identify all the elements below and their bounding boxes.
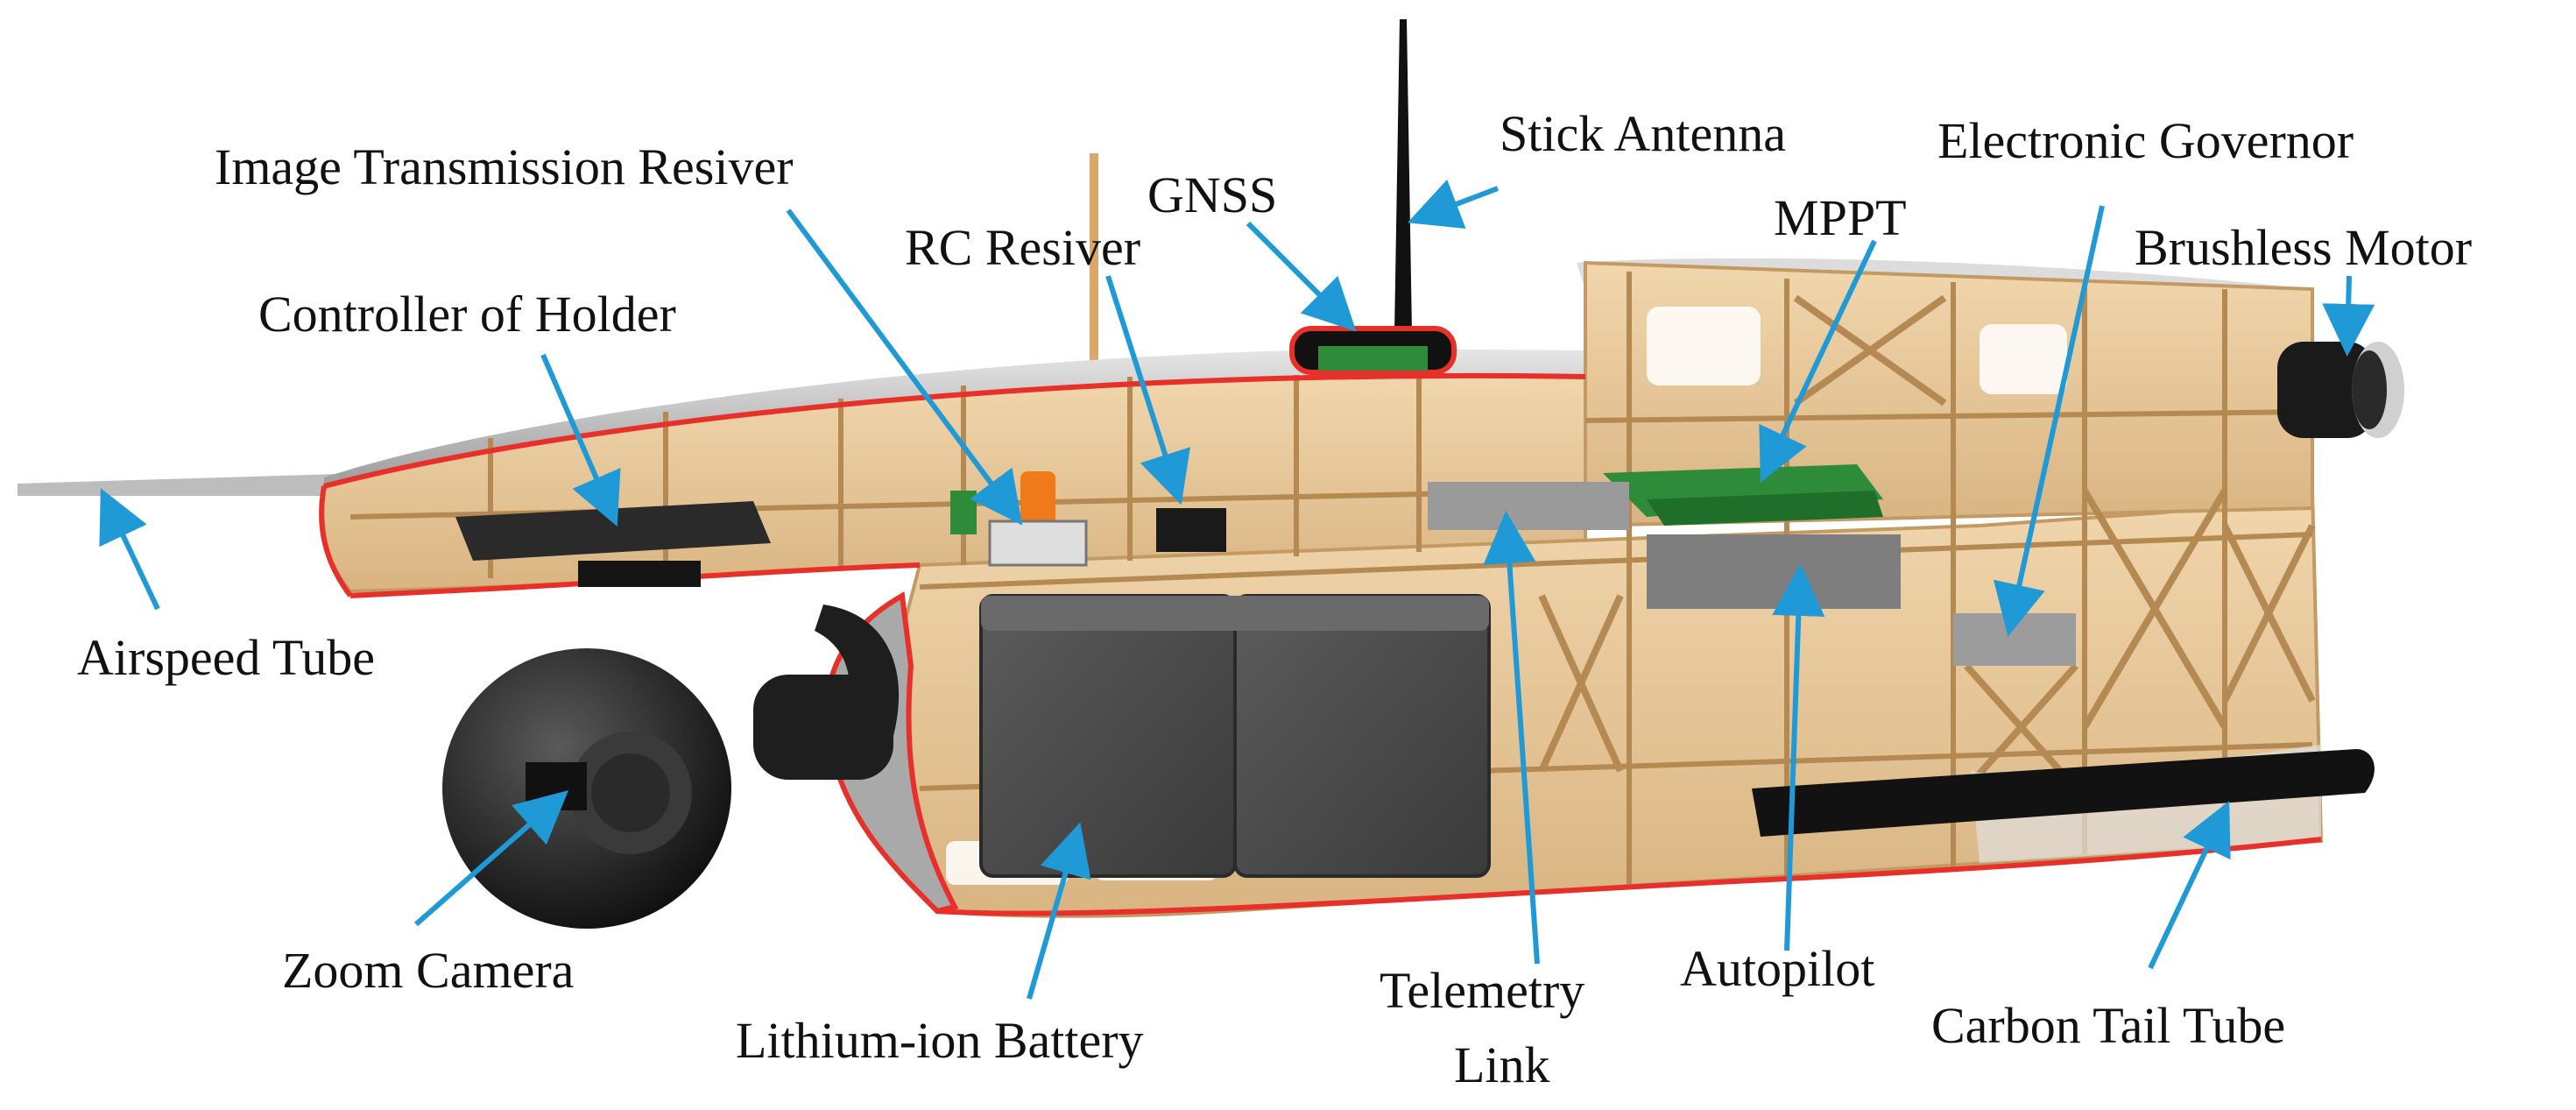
- label-autopilot: Autopilot: [1680, 940, 1874, 997]
- label-airspeed-tube: Airspeed Tube: [77, 629, 375, 686]
- arrow-airspeed-tube: [99, 488, 160, 611]
- label-rc-resiver: RC Resiver: [905, 219, 1140, 276]
- carbon-tail-tube-part: [1752, 749, 2375, 837]
- label-telemetry: Telemetry: [1380, 962, 1584, 1019]
- label-gnss: GNSS: [1147, 166, 1277, 223]
- gnss-part: [1289, 326, 1457, 375]
- arrow-electronic-governor: [1993, 205, 2105, 637]
- arrow-brushless-motor: [2322, 275, 2375, 357]
- arrow-gnss: [1246, 221, 1357, 332]
- arrow-zoom-camera: [414, 790, 569, 927]
- zoom-camera-part: [442, 604, 900, 929]
- label-zoom-camera: Zoom Camera: [282, 942, 574, 999]
- rc-antenna-mast: [1090, 153, 1098, 372]
- arrow-image-transmission: [786, 209, 1023, 526]
- image-transmission-resiver-part: [950, 471, 1088, 567]
- lithium-ion-battery-part: [979, 594, 1491, 878]
- label-stick-antenna: Stick Antenna: [1500, 105, 1786, 162]
- arrow-stick-antenna: [1407, 179, 1500, 229]
- mppt-part: [1603, 464, 1883, 526]
- arrow-telemetry-link: [1483, 511, 1540, 965]
- arrow-carbon-tail-tube: [2148, 801, 2231, 970]
- arrow-rc-resiver: [1105, 275, 1190, 506]
- electronic-governor-part: [1953, 613, 2076, 666]
- stick-antenna-part: [1394, 19, 1412, 333]
- arrow-lithium-ion-battery: [1027, 822, 1091, 1000]
- autopilot-part: [1647, 534, 1901, 609]
- brushless-motor-part: [2277, 342, 2404, 438]
- controller-of-holder-part: [455, 501, 771, 587]
- label-mppt: MPPT: [1774, 189, 1907, 246]
- label-electronic-governor: Electronic Governor: [1937, 112, 2354, 169]
- arrow-mppt: [1759, 239, 1877, 483]
- callout-arrows: [99, 179, 2375, 1000]
- label-link: Link: [1454, 1036, 1550, 1093]
- arrow-autopilot: [1772, 563, 1825, 951]
- label-brushless-motor: Brushless Motor: [2135, 219, 2472, 276]
- telemetry-link-part: [1428, 482, 1629, 530]
- label-lithium-ion-battery: Lithium-ion Battery: [736, 1012, 1144, 1069]
- label-controller-of-holder: Controller of Holder: [258, 286, 676, 343]
- label-image-transmission-resiver: Image Transmission Resiver: [215, 138, 794, 195]
- label-carbon-tail-tube: Carbon Tail Tube: [1931, 997, 2285, 1054]
- rc-resiver-part: [1156, 508, 1226, 552]
- callout-labels: Stick Antenna Electronic Governor Image …: [77, 105, 2472, 1093]
- arrow-controller-of-holder: [540, 353, 621, 527]
- airspeed-tube-part: [18, 473, 368, 496]
